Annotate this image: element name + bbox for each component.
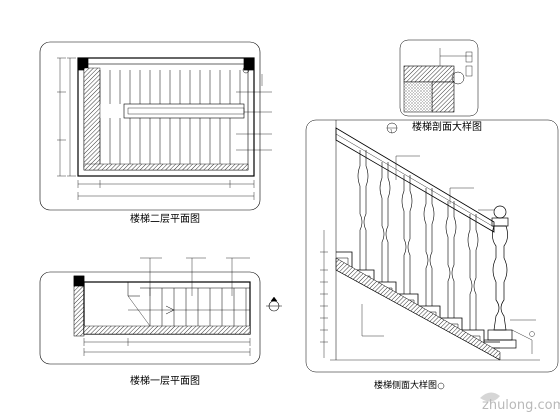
section-marker xyxy=(242,66,250,74)
plan-lower-leaders xyxy=(140,257,250,296)
plan-upper-dims-left xyxy=(57,57,76,177)
watermark-text: zhulong.com xyxy=(482,398,560,413)
newel-post xyxy=(483,205,517,349)
stair-treads-lower xyxy=(99,118,231,164)
plan-upper-frame xyxy=(39,41,261,211)
detail-marker-number: 1 xyxy=(390,129,393,134)
column xyxy=(243,57,255,71)
stair-treads-upper xyxy=(99,70,241,104)
stair-well xyxy=(123,103,245,119)
section-dims xyxy=(320,120,540,361)
stair-steps-section xyxy=(335,251,501,361)
detail-view xyxy=(386,39,479,134)
balusters xyxy=(357,150,479,330)
plan-upper-dims-bottom xyxy=(77,180,255,200)
plan-upper-wall xyxy=(77,57,255,177)
column xyxy=(77,57,89,71)
section-view xyxy=(305,119,559,390)
plan-lower-dims xyxy=(83,338,251,356)
plan-upper-leaders xyxy=(236,74,272,151)
section-title: 楼梯侧面大样图 xyxy=(374,381,438,391)
plan-lower xyxy=(39,257,282,365)
plan-upper xyxy=(39,41,272,211)
section-leaders xyxy=(361,155,536,354)
nosing-detail xyxy=(451,71,465,85)
section-title-marker xyxy=(437,382,445,390)
stair-treads-ground xyxy=(140,287,250,326)
column xyxy=(73,275,85,287)
watermark-logo xyxy=(480,392,500,402)
detail-title: 楼梯剖面大样图 xyxy=(412,122,482,133)
plan-lower-title: 楼梯一层平面图 xyxy=(130,376,200,387)
plan-upper-title: 楼梯二层平面图 xyxy=(130,214,200,225)
